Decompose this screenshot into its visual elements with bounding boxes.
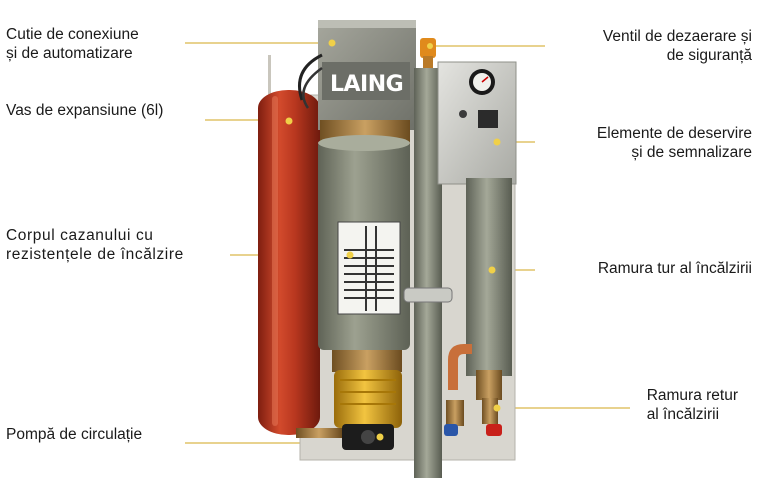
flow-valve-handle	[444, 424, 458, 436]
marker-dot	[376, 433, 384, 441]
body-flange	[332, 350, 402, 372]
safety-valve	[420, 38, 436, 70]
label-line: Cutie de conexiune	[6, 26, 139, 43]
return-valve-handle	[486, 424, 502, 436]
cable	[298, 53, 323, 101]
vessel-pipe	[296, 428, 342, 438]
label-line: rezistențele de încălzire	[6, 246, 184, 263]
label-line: Vas de expansiune (6l)	[6, 102, 164, 119]
label-line: Elemente de deservire	[596, 125, 752, 142]
air-vent-rod	[268, 55, 271, 100]
label-line: Pompă de circulație	[6, 426, 143, 443]
laing-logo: LAING	[330, 72, 403, 97]
flow-fitting	[446, 400, 464, 426]
marker-dot	[488, 266, 496, 274]
label-flow-branch: Ramura tur al încălzirii	[598, 259, 752, 278]
connection-box: LAING	[298, 20, 416, 130]
label-connection-box: Cutie de conexiune și de automatizare	[6, 25, 139, 63]
label-expansion-vessel: Vas de expansiune (6l)	[6, 101, 163, 120]
return-pipe	[466, 178, 512, 376]
label-safety-valve: Ventil de dezaerare și de siguranță	[603, 27, 752, 65]
pipe-clamp	[403, 287, 453, 303]
label-line: de siguranță	[666, 47, 752, 64]
marker-dot	[285, 117, 293, 125]
control-panel	[437, 61, 517, 185]
return-fitting	[476, 370, 502, 400]
label-boiler-body: Corpul cazanului cu rezistențele de încă…	[6, 226, 184, 264]
label-return-branch: Ramura retur al încălzirii	[647, 386, 738, 424]
circulation-pump	[334, 370, 402, 450]
marker-dot	[493, 404, 501, 412]
label-line: Ventil de dezaerare și	[602, 28, 752, 45]
label-line: Corpul cazanului cu	[6, 227, 154, 244]
marker-dot	[346, 251, 354, 259]
heating-coils	[344, 226, 394, 311]
label-circulation-pump: Pompă de circulație	[6, 425, 142, 444]
label-line: Ramura tur al încălzirii	[597, 260, 752, 277]
label-line: Ramura retur	[646, 387, 738, 404]
label-control-elements: Elemente de deservire și de semnalizare	[597, 124, 752, 162]
expansion-vessel	[258, 90, 320, 435]
marker-dot	[427, 43, 433, 49]
flow-pipe	[414, 68, 442, 478]
marker-dot	[493, 138, 501, 146]
label-line: al încălzirii	[646, 406, 720, 423]
marker-dot	[328, 39, 336, 47]
label-line: și de semnalizare	[631, 144, 752, 161]
copper-bend	[448, 344, 472, 390]
boiler-body	[318, 135, 410, 350]
label-line: și de automatizare	[6, 45, 133, 62]
